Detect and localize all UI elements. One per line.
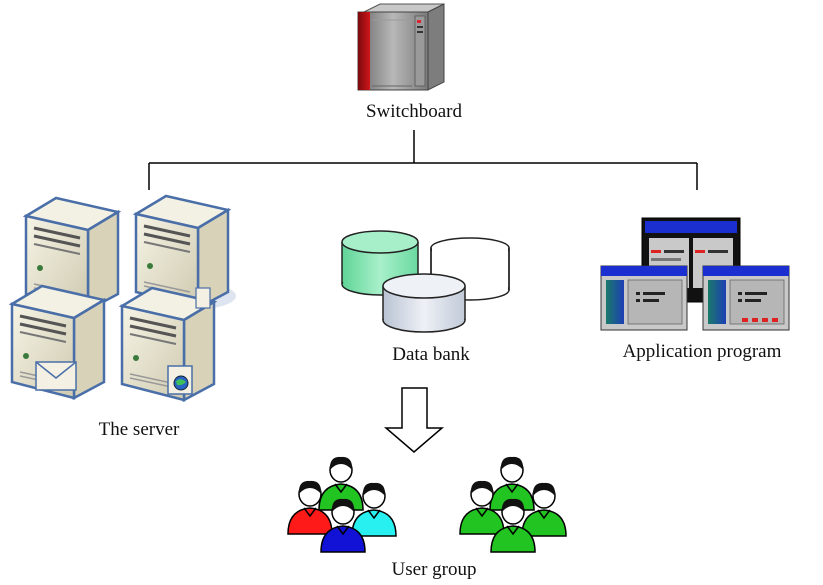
databank-label: Data bank	[392, 344, 470, 365]
application-windows-icon	[600, 217, 790, 331]
down-arrow-icon	[383, 387, 445, 453]
application-label: Application program	[622, 341, 782, 362]
database-cylinders-icon	[341, 230, 510, 333]
server-cluster-icon	[10, 194, 236, 402]
server-label: The server	[98, 419, 180, 440]
globe-folder-icon	[167, 365, 193, 395]
user-group-left	[287, 456, 397, 553]
mainframe-icon	[357, 3, 445, 91]
switchboard-label: Switchboard	[365, 101, 463, 122]
user-group-right	[459, 456, 567, 553]
connector-lines	[148, 130, 698, 190]
usergroup-label: User group	[391, 559, 477, 580]
user-group-icon	[287, 456, 567, 553]
envelope-icon	[35, 361, 77, 391]
